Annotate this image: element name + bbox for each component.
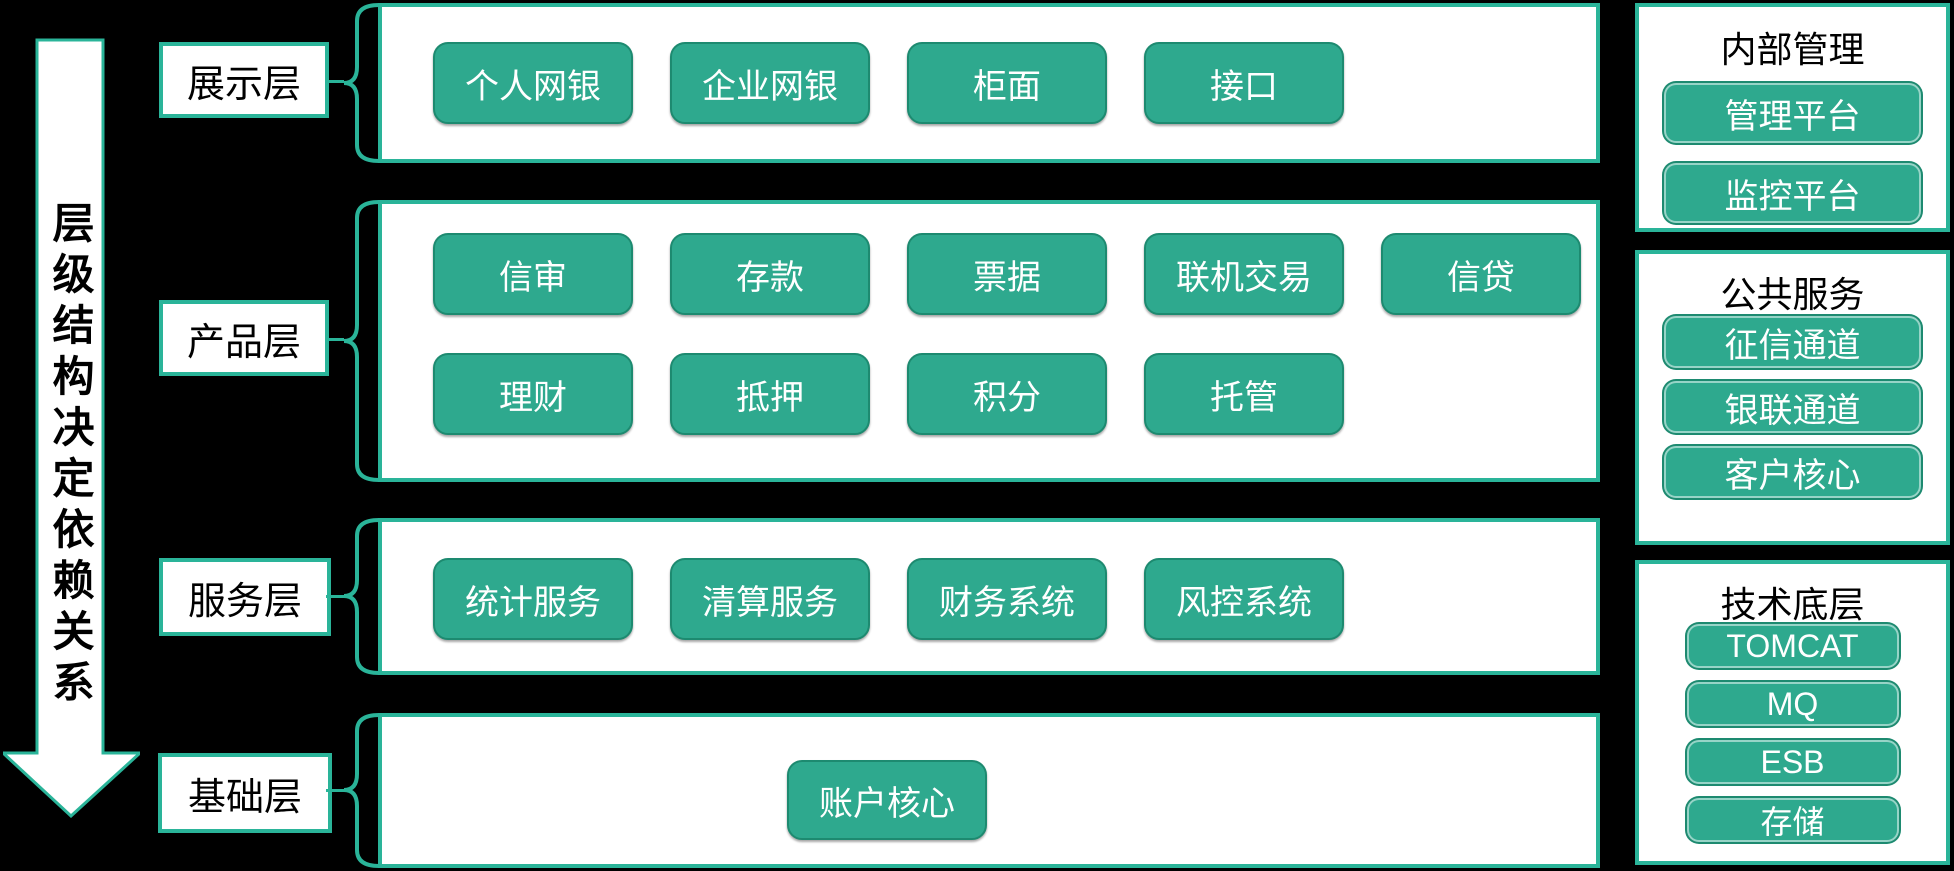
node-custody: 托管: [1144, 353, 1344, 435]
side-panel-title: 技术底层: [1720, 584, 1865, 625]
brace-connector: [343, 200, 381, 482]
hierarchy-arrow: 层级结构决定依赖关系: [3, 38, 140, 818]
node-risk-system: 风控系统: [1144, 558, 1344, 640]
connector-line: [326, 80, 344, 83]
side-panel-title: 公共服务: [1720, 274, 1865, 315]
node-bill: 票据: [907, 233, 1107, 315]
layer-panel-presentation: 个人网银 企业网银 柜面 接口: [378, 3, 1600, 163]
node-row: 理财 抵押 积分 托管: [433, 353, 1596, 435]
brace-connector: [343, 518, 381, 675]
node-management-platform: 管理平台: [1664, 83, 1921, 143]
node-customer-core: 客户核心: [1664, 446, 1921, 498]
node-credit-channel: 征信通道: [1664, 316, 1921, 368]
connector-line: [326, 595, 344, 598]
node-mortgage: 抵押: [670, 353, 870, 435]
node-row: 统计服务 清算服务 财务系统 风控系统: [433, 558, 1596, 640]
node-points: 积分: [907, 353, 1107, 435]
brace-connector: [343, 713, 381, 868]
node-storage: 存储: [1686, 798, 1899, 842]
node-row: 信审 存款 票据 联机交易 信贷: [433, 233, 1596, 315]
side-panel-title: 内部管理: [1720, 29, 1865, 70]
layer-label-product: 产品层: [159, 300, 329, 376]
brace-connector: [343, 3, 381, 163]
layer-label-presentation: 展示层: [159, 42, 329, 118]
node-interface: 接口: [1144, 42, 1344, 124]
node-deposit: 存款: [670, 233, 870, 315]
node-finance-system: 财务系统: [907, 558, 1107, 640]
side-panel-internal-management: 内部管理 管理平台 监控平台: [1635, 3, 1950, 232]
node-personal-ebank: 个人网银: [433, 42, 633, 124]
node-credit-review: 信审: [433, 233, 633, 315]
node-corporate-ebank: 企业网银: [670, 42, 870, 124]
down-arrow-shape: [3, 38, 140, 818]
connector-line: [326, 338, 344, 341]
node-tomcat: TOMCAT: [1686, 624, 1899, 668]
hierarchy-arrow-label: 层级结构决定依赖关系: [47, 201, 94, 711]
node-row: 个人网银 企业网银 柜面 接口: [433, 42, 1596, 124]
node-wealth: 理财: [433, 353, 633, 435]
node-mq: MQ: [1686, 682, 1899, 726]
node-monitoring-platform: 监控平台: [1664, 163, 1921, 223]
node-account-core: 账户核心: [787, 760, 987, 840]
node-esb: ESB: [1686, 740, 1899, 784]
layer-panel-service: 统计服务 清算服务 财务系统 风控系统: [378, 518, 1600, 675]
side-panel-public-services: 公共服务 征信通道 银联通道 客户核心: [1635, 250, 1950, 545]
node-online-transaction: 联机交易: [1144, 233, 1344, 315]
node-statistics-service: 统计服务: [433, 558, 633, 640]
node-credit-loan: 信贷: [1381, 233, 1581, 315]
layer-panel-product: 信审 存款 票据 联机交易 信贷 理财 抵押 积分 托管: [378, 200, 1600, 482]
layer-label-foundation: 基础层: [158, 753, 332, 833]
node-unionpay-channel: 银联通道: [1664, 381, 1921, 433]
side-panel-technical-base: 技术底层 TOMCAT MQ ESB 存储: [1635, 560, 1950, 865]
connector-line: [326, 789, 344, 792]
layer-label-service: 服务层: [159, 558, 331, 636]
node-counter: 柜面: [907, 42, 1107, 124]
node-clearing-service: 清算服务: [670, 558, 870, 640]
layer-panel-foundation: 账户核心: [378, 713, 1600, 868]
